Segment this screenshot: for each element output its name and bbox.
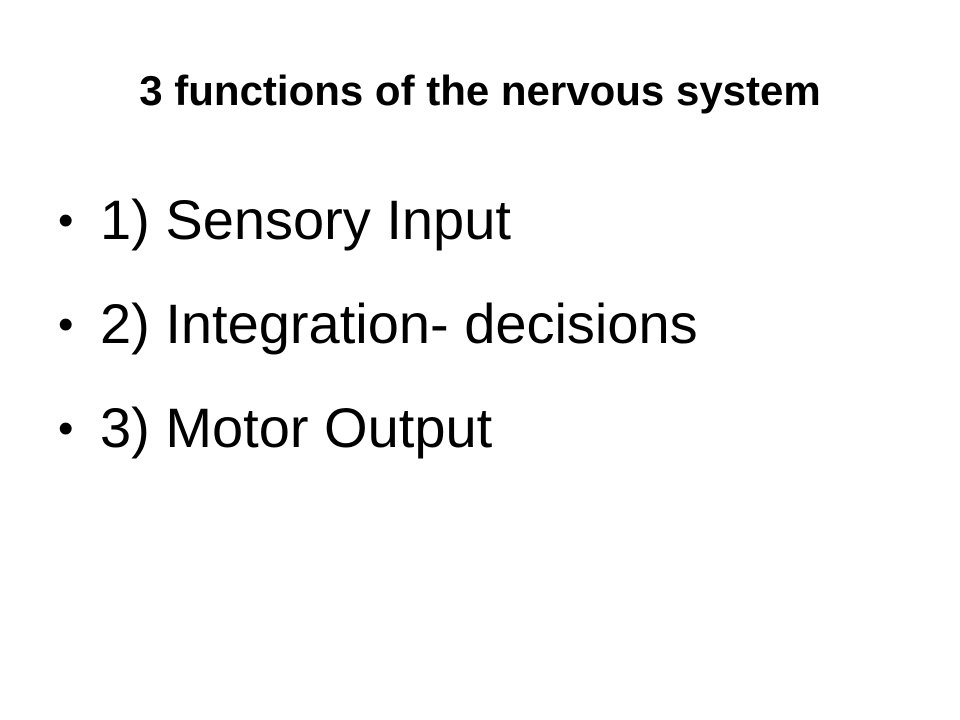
bullet-item-motor-output: • 3) Motor Output (58, 394, 698, 498)
bullet-icon: • (58, 300, 74, 349)
bullet-icon: • (58, 404, 74, 453)
bullet-list: • 1) Sensory Input • 2) Integration- dec… (58, 186, 698, 498)
bullet-item-integration: • 2) Integration- decisions (58, 290, 698, 394)
slide-title: 3 functions of the nervous system (139, 67, 821, 114)
bullet-item-sensory-input: • 1) Sensory Input (58, 186, 698, 290)
bullet-icon: • (58, 196, 74, 245)
bullet-label: 1) Sensory Input (100, 188, 511, 251)
bullet-label: 3) Motor Output (100, 396, 493, 459)
bullet-label: 2) Integration- decisions (100, 292, 698, 355)
